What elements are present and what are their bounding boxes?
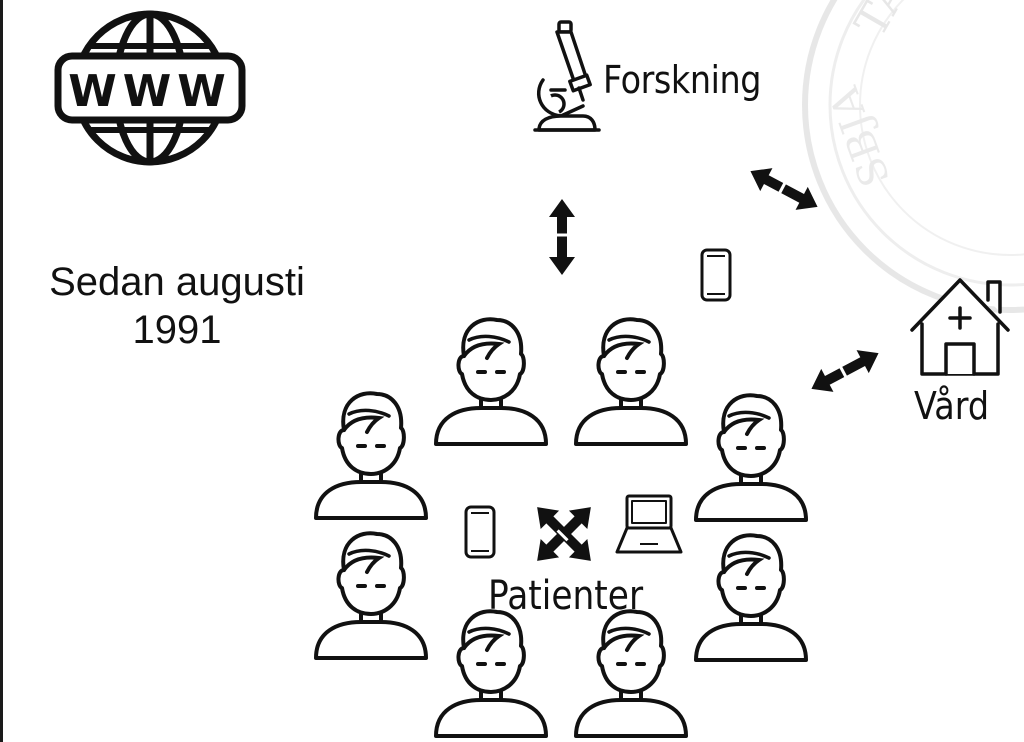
microscope-icon <box>533 20 601 132</box>
university-seal-watermark: TAS SBJA <box>802 0 1024 313</box>
person-icon <box>434 317 548 446</box>
person-icon <box>694 393 808 522</box>
smartphone-icon <box>464 505 496 559</box>
research-label: Forskning <box>603 58 761 102</box>
person-icon <box>434 609 548 738</box>
person-icon <box>314 391 428 520</box>
person-icon <box>694 533 808 662</box>
since-line-1: Sedan augusti <box>49 260 305 304</box>
www-globe-icon: WWW <box>54 10 246 166</box>
arrow-patients-care <box>803 340 887 402</box>
person-icon <box>314 531 428 660</box>
house-with-cross-icon <box>910 278 1010 376</box>
left-border <box>0 0 3 742</box>
arrow-patients-research <box>547 197 577 277</box>
svg-text:TAS: TAS <box>845 0 934 46</box>
svg-text:WWW: WWW <box>68 66 232 117</box>
laptop-icon <box>615 494 683 554</box>
person-icon <box>574 317 688 446</box>
person-icon <box>574 609 688 738</box>
care-label: Vård <box>914 384 990 428</box>
patients-label: Patienter <box>488 573 644 619</box>
four-way-arrows-icon <box>526 496 602 572</box>
arrow-research-care <box>742 158 826 220</box>
since-line-2: 1991 <box>132 308 222 352</box>
smartphone-icon <box>700 248 732 302</box>
since-date-text: Sedan augusti 1991 <box>24 258 330 354</box>
